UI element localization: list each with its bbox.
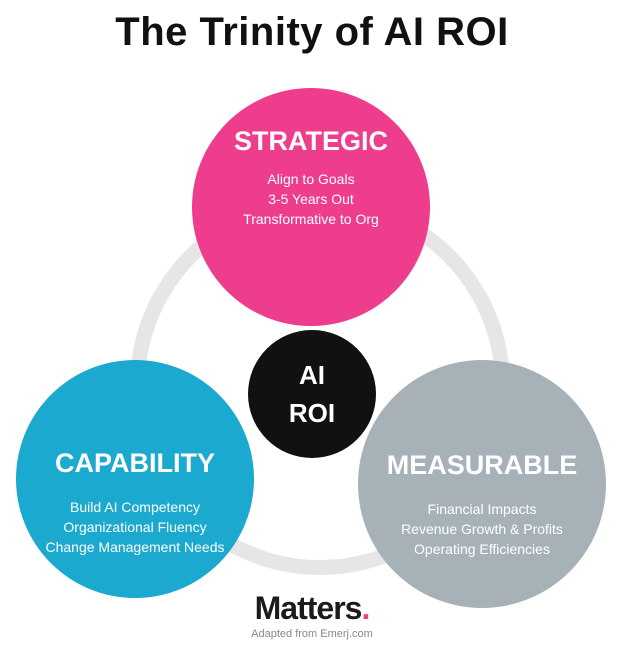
strategic-line: 3-5 Years Out (268, 191, 354, 207)
strategic-circle: STRATEGIC Align to Goals 3-5 Years Out T… (192, 88, 430, 326)
ai-roi-center: AI ROI (248, 330, 376, 458)
measurable-circle: MEASURABLE Financial Impacts Revenue Gro… (358, 360, 606, 608)
capability-circle: CAPABILITY Build AI Competency Organizat… (16, 360, 254, 598)
measurable-line: Operating Efficiencies (414, 541, 550, 557)
measurable-line: Financial Impacts (427, 501, 537, 517)
capability-line: Organizational Fluency (63, 519, 207, 535)
page-title: The Trinity of AI ROI (115, 10, 509, 54)
center-line-roi: ROI (288, 398, 336, 428)
capability-line: Change Management Needs (45, 539, 225, 555)
source-credit: Adapted from Emerj.com (251, 628, 373, 640)
strategic-line: Align to Goals (267, 171, 355, 187)
center-line-ai: AI (299, 360, 325, 390)
strategic-line: Transformative to Org (243, 211, 379, 227)
logo-dot: . (361, 590, 370, 626)
matters-logo: Matters. (0, 590, 624, 627)
measurable-line: Revenue Growth & Profits (401, 521, 563, 537)
strategic-heading: STRATEGIC (234, 126, 388, 156)
capability-heading: CAPABILITY (55, 448, 215, 478)
measurable-heading: MEASURABLE (386, 450, 578, 480)
capability-line: Build AI Competency (70, 499, 200, 515)
logo-text: Matters (254, 590, 363, 626)
